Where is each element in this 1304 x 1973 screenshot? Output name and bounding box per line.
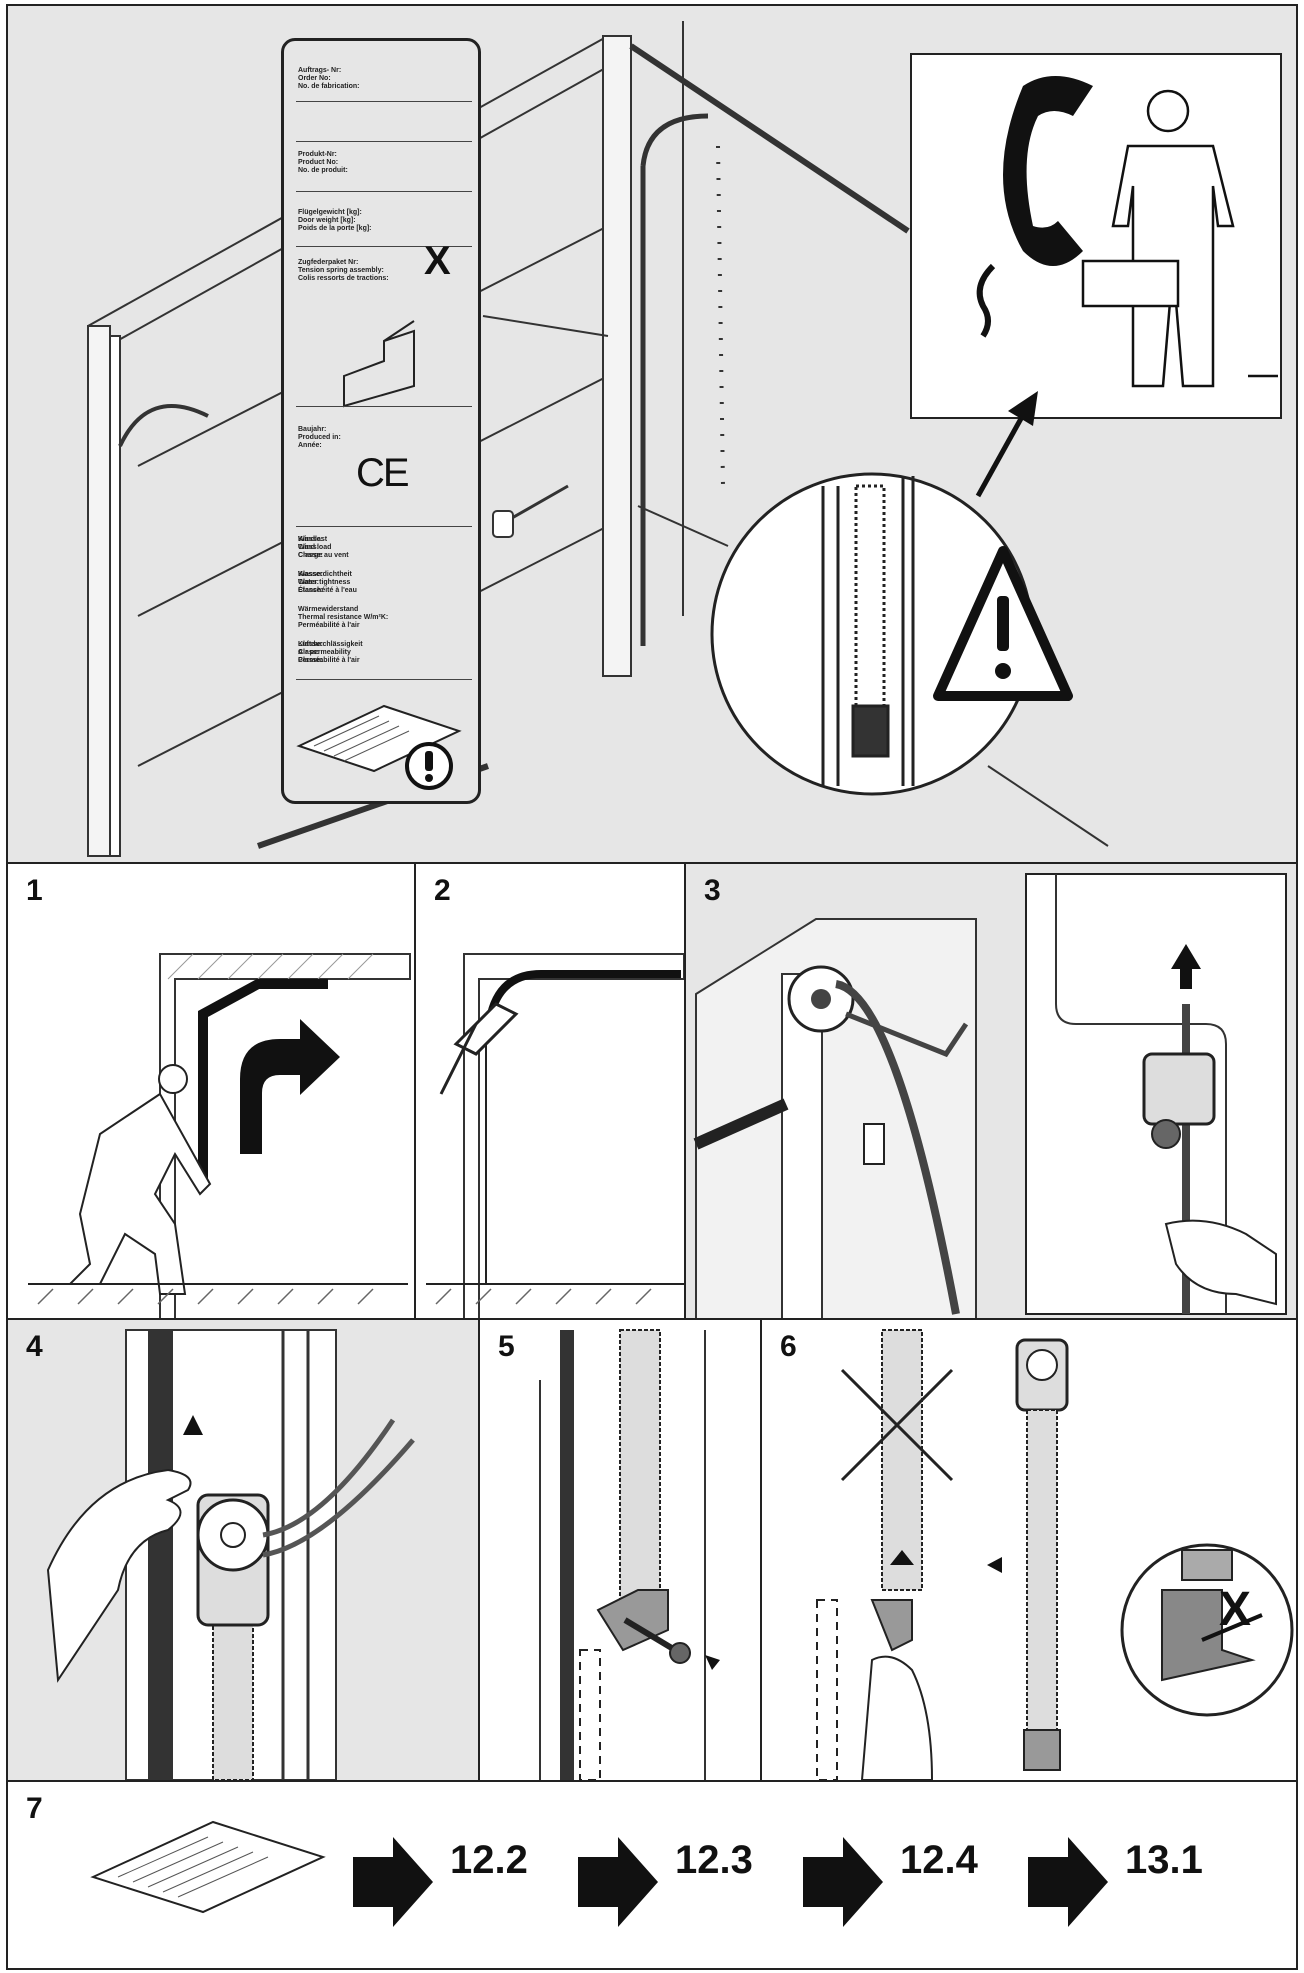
step-1-illustration	[28, 953, 411, 1318]
warning-icon	[933, 546, 1073, 701]
spring-assembly-label: Zugfederpaket Nr:Tension spring assembly…	[298, 259, 389, 282]
step-1-number: 1	[26, 874, 43, 907]
clamp-icon	[439, 1002, 519, 1095]
mechanic-icon	[1081, 89, 1278, 388]
push-up-arrow-icon	[240, 1019, 340, 1154]
order-number-label: Auftrags- Nr:Order No:No. de fabrication…	[298, 67, 360, 90]
manual-icon	[90, 1820, 326, 1914]
step-4-illustration	[46, 1329, 415, 1780]
spring-bracket-icon	[343, 320, 415, 408]
step-6-panel: 6 X	[760, 1318, 1298, 1782]
spring-mark: X	[424, 239, 451, 283]
year-label: Baujahr:Produced in:Année:	[298, 426, 341, 449]
reference-12-3: 12.3	[675, 1838, 753, 1882]
step-1-panel: 1	[6, 862, 416, 1320]
left-arrow-icon	[987, 1557, 1002, 1573]
step-2-illustration	[426, 953, 684, 1318]
arrow-icon-4	[1028, 1837, 1108, 1927]
pull-out-arrow-icon	[705, 1655, 720, 1670]
water-tightness-class: Klasse:Class:Classe:	[298, 571, 323, 594]
arrow-icon-3	[803, 1837, 883, 1927]
product-number-label: Produkt-Nr:Product No:No. de produit:	[298, 151, 348, 174]
step-2-number: 2	[434, 874, 451, 907]
air-permeability-class: Klasse:Class:Classe:	[298, 641, 323, 664]
step-6-mark: X	[1219, 1583, 1252, 1636]
reference-12-4: 12.4	[900, 1838, 978, 1882]
step-2-panel: 2	[414, 862, 686, 1320]
step-7-number: 7	[26, 1792, 43, 1825]
step-3-panel: 3	[684, 862, 1298, 1320]
manual-info-icon	[296, 704, 462, 790]
wind-load-class: Klasse:Class:Classe:	[298, 536, 323, 559]
step-7-panel: 7	[6, 1780, 1298, 1970]
step-5-number: 5	[498, 1330, 515, 1363]
ce-mark: CE	[356, 451, 410, 495]
overview-panel: Auftrags- Nr:Order No:No. de fabrication…	[6, 4, 1298, 864]
telephone-icon	[976, 76, 1093, 338]
step-6-number: 6	[780, 1330, 797, 1363]
pull-up-arrow-icon	[1171, 944, 1201, 969]
step-3-number: 3	[704, 874, 721, 907]
garage-door-illustration	[87, 21, 1282, 857]
reference-13-1: 13.1	[1125, 1838, 1203, 1882]
step-4-panel: 4	[6, 1318, 480, 1782]
door-weight-label: Flügelgewicht [kg]:Door weight [kg]:Poid…	[298, 209, 372, 232]
step-5-panel: 5	[478, 1318, 762, 1782]
cross-out-icon	[840, 1368, 954, 1482]
pull-up-arrow-icon	[183, 1415, 203, 1435]
reference-12-2: 12.2	[450, 1838, 528, 1882]
arrow-icon-1	[353, 1837, 433, 1927]
up-arrow-icon	[890, 1550, 914, 1565]
call-service-box	[910, 53, 1282, 419]
step-5-illustration	[539, 1329, 720, 1780]
step-6-illustration	[816, 1329, 1294, 1780]
step-7-illustration	[90, 1820, 1108, 1927]
door-label-plate: Auftrags- Nr:Order No:No. de fabrication…	[281, 38, 481, 804]
step-3-illustration	[693, 873, 1287, 1318]
arrow-icon-2	[578, 1837, 658, 1927]
step-4-number: 4	[26, 1330, 43, 1363]
